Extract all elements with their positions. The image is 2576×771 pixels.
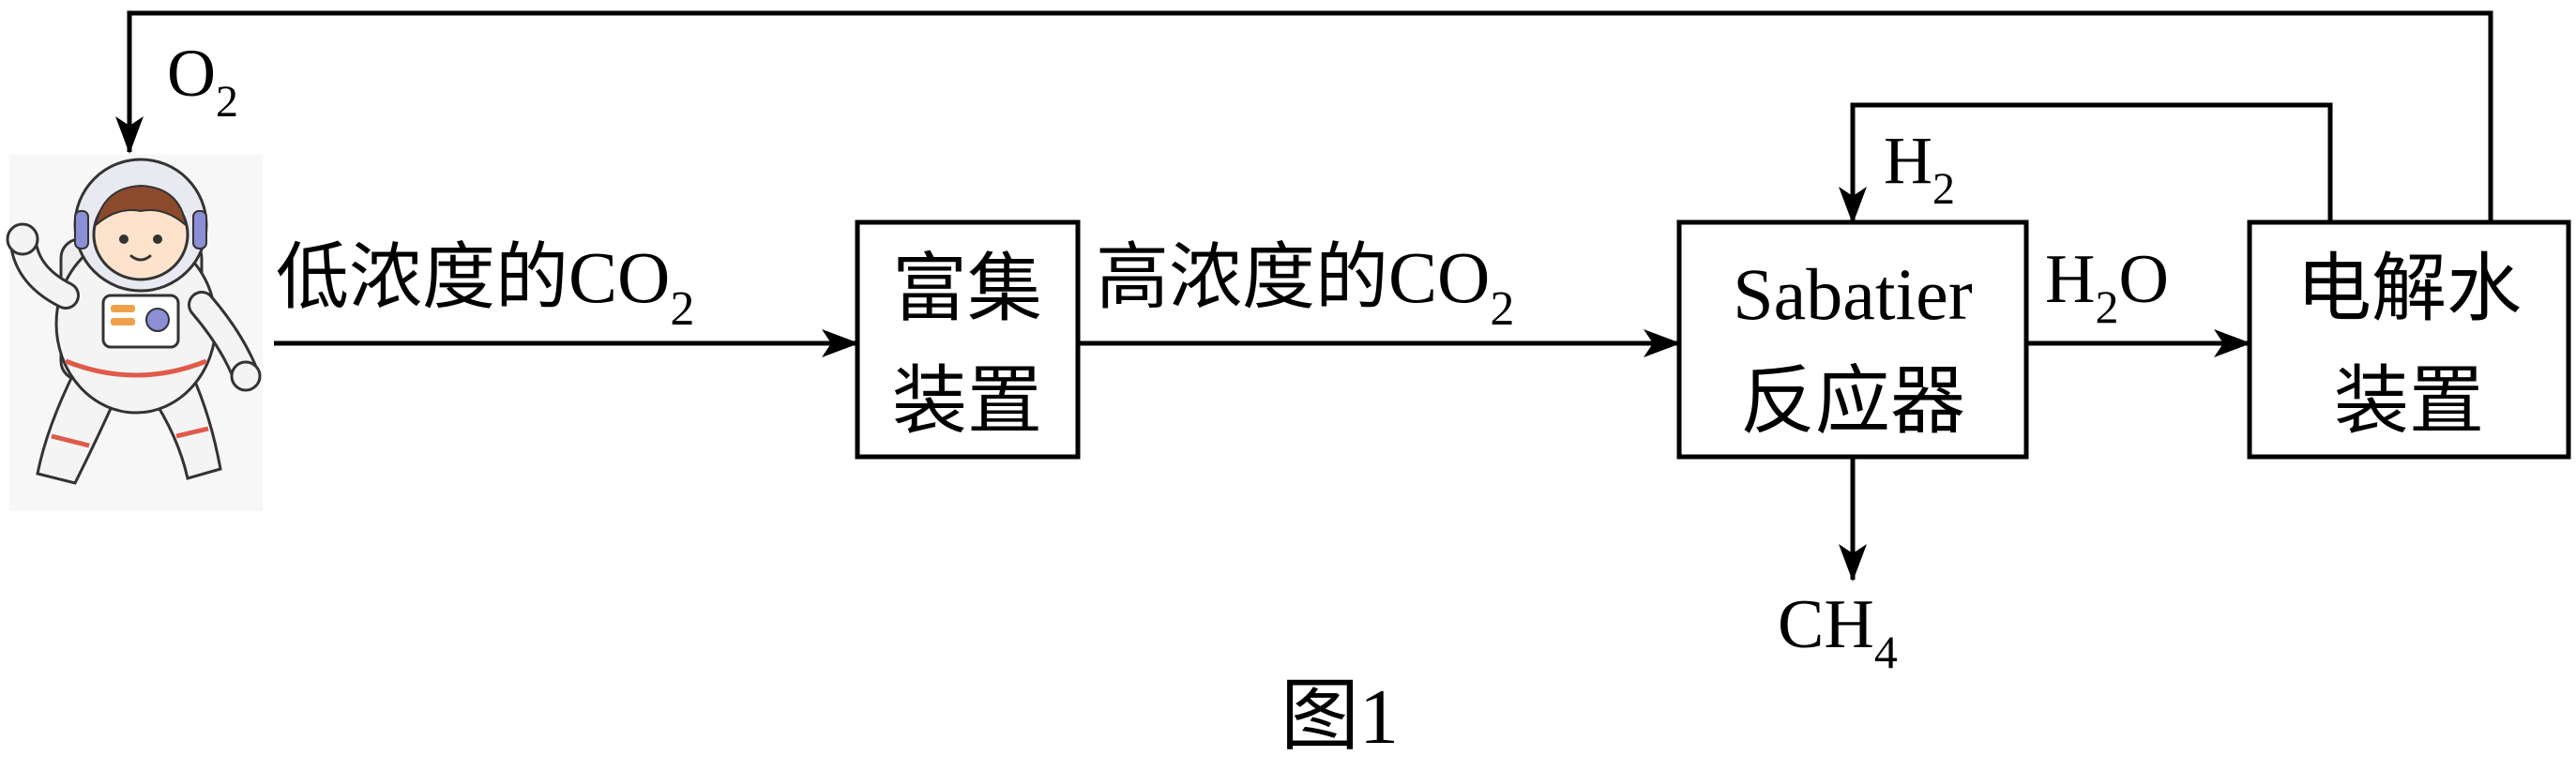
h2o-label: H2O (2045, 241, 2169, 333)
enrich-box-line2: 装置 (892, 361, 1042, 444)
sabatier-box-line1: Sabatier (1733, 253, 1973, 335)
o2-label: O2 (167, 36, 238, 127)
electrolysis-device-box: 电解水 装置 (2247, 219, 2571, 460)
electrolysis-box-line1: 电解水 (2296, 249, 2522, 331)
enrich-box-line1: 富集 (892, 249, 1042, 331)
high-co2-label: 高浓度的CO2 (1096, 236, 1514, 336)
enrich-device-box: 富集 装置 (855, 219, 1081, 460)
sabatier-reactor-box: Sabatier 反应器 (1676, 219, 2029, 460)
o2-return-line (115, 10, 2493, 222)
sabatier-box-line2: 反应器 (1740, 361, 1965, 444)
h2-label: H2 (1884, 123, 1955, 214)
figure-caption: 图1 (1280, 673, 1399, 761)
astronaut-icon (6, 155, 263, 511)
ch4-label: CH4 (1778, 586, 1898, 678)
electrolysis-box-line2: 装置 (2334, 361, 2484, 444)
low-co2-label: 低浓度的CO2 (276, 236, 694, 336)
h2-return-line (1839, 102, 2333, 224)
